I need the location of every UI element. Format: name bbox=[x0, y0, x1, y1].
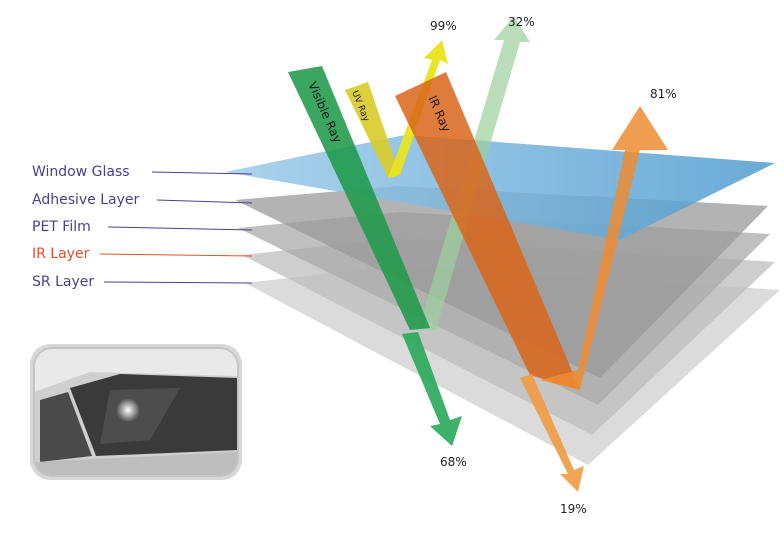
layer-label-sr-layer: SR Layer bbox=[32, 274, 252, 290]
visible-reflected-pct: 32% bbox=[508, 15, 535, 29]
ir-transmitted-pct: 19% bbox=[560, 502, 587, 516]
layer-label-ir-layer: IR Layer bbox=[32, 246, 252, 262]
layer-label-window-glass: Window Glass bbox=[32, 164, 252, 180]
svg-text:Window Glass: Window Glass bbox=[32, 164, 130, 180]
svg-text:SR Layer: SR Layer bbox=[32, 274, 94, 290]
car-windshield-photo-icon bbox=[30, 344, 242, 480]
svg-text:IR Layer: IR Layer bbox=[32, 246, 90, 262]
ir-reflected-pct: 81% bbox=[650, 87, 677, 101]
svg-text:PET Film: PET Film bbox=[32, 219, 91, 235]
visible-transmitted-pct: 68% bbox=[440, 455, 467, 469]
svg-text:Adhesive Layer: Adhesive Layer bbox=[32, 192, 140, 208]
layer-label-pet-film: PET Film bbox=[32, 219, 252, 235]
uv-reflected-pct: 99% bbox=[430, 19, 457, 33]
layer-label-adhesive-layer: Adhesive Layer bbox=[32, 192, 252, 208]
